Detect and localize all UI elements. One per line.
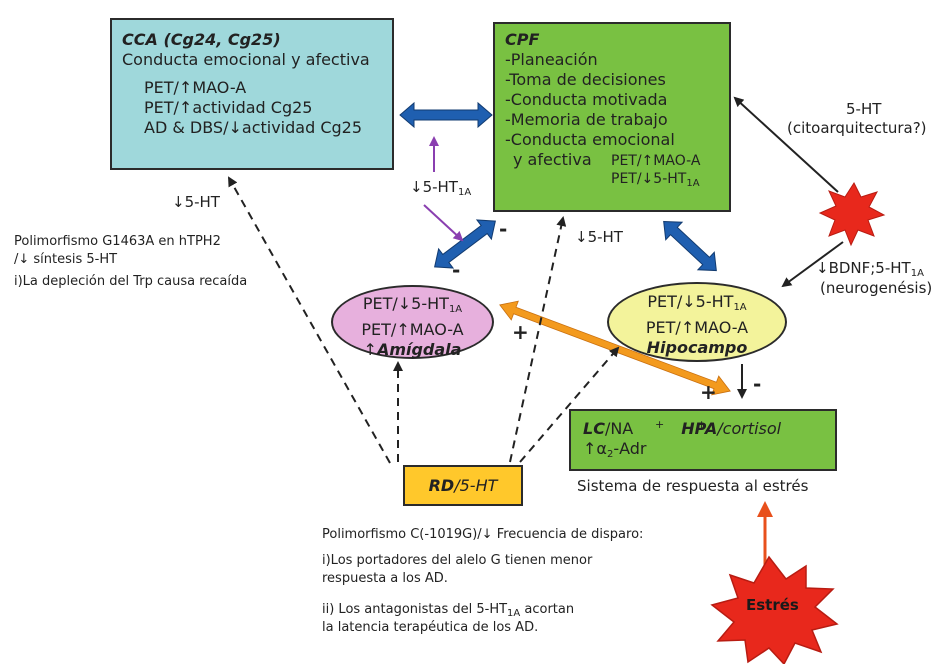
- plus-sign-stress: +: [700, 380, 717, 404]
- cpf-line-3: -Conducta motivada: [505, 90, 668, 109]
- 5ht-cito-label-1: 5-HT: [846, 100, 882, 118]
- polymorphism-1-line-1: Polimorfismo G1463A en hTPH2: [14, 234, 221, 249]
- hippocampus-oval: PET/↓5-HT1A PET/↑MAO-A Hipocampo: [607, 282, 787, 362]
- stress-star-icon: [710, 555, 839, 664]
- polymorphism-1-line-3: i)La depleción del Trp causa recaída: [14, 274, 248, 289]
- amygdala-line-3: ↑Amígdala: [363, 340, 462, 359]
- small-red-star-icon: [818, 181, 886, 247]
- cpf-amygdala-double-arrow: [434, 219, 496, 269]
- cpf-hippocampus-double-arrow: [663, 220, 717, 272]
- plus-sign-lc: +: [655, 418, 665, 431]
- cpf-title: CPF: [505, 30, 540, 49]
- polymorphism-2-line-2: i)Los portadores del alelo G tienen meno…: [322, 553, 593, 568]
- stress-system-line-2: ↑α2-Adr: [583, 439, 647, 460]
- cca-line-3: AD & DBS/↓actividad Cg25: [144, 118, 363, 137]
- polymorphism-1-line-2: /↓ síntesis 5-HT: [14, 252, 118, 267]
- plus-sign-amygdala: +: [512, 320, 529, 344]
- minus-sign-hippocampus: -: [753, 372, 762, 396]
- cpf-box: CPF -Planeación -Toma de decisiones -Con…: [493, 22, 731, 212]
- cpf-line-4: -Memoria de trabajo: [505, 110, 668, 129]
- neurogenesis-label: (neurogenésis): [820, 279, 933, 297]
- plus-sign-hpa: +: [697, 418, 707, 431]
- cpf-line-2: -Toma de decisiones: [505, 70, 666, 89]
- rd-to-hippocampus-dashed-arrow: [519, 346, 620, 463]
- cca-box: CCA (Cg24, Cg25) Conducta emocional y af…: [110, 18, 394, 170]
- hippocampus-name: Hipocampo: [646, 338, 748, 357]
- rd-label-bold: RD: [428, 476, 455, 495]
- minus-sign-amygdala: -: [452, 258, 461, 282]
- cpf-line-6: y afectiva: [513, 150, 592, 169]
- rd-to-cca-dashed-arrow: [228, 176, 391, 464]
- cpf-line-5: -Conducta emocional: [505, 130, 675, 149]
- 5ht-down-left-label: ↓5-HT: [172, 193, 220, 211]
- 5ht-cito-label-2: (citoarquitectura?): [787, 119, 927, 137]
- hippocampus-line-2: PET/↑MAO-A: [645, 318, 749, 337]
- minus-sign-cpf: -: [499, 217, 508, 241]
- amygdala-line-2: PET/↑MAO-A: [361, 320, 464, 339]
- cca-title: CCA (Cg24, Cg25): [122, 30, 281, 49]
- polymorphism-2-line-1: Polimorfismo C(-1019G)/↓ Frecuencia de d…: [322, 527, 644, 542]
- cpf-pet-5ht: PET/↓5-HT1A: [611, 171, 700, 189]
- 5ht-down-mid-label: ↓5-HT: [575, 228, 623, 246]
- rd-box: RD/5-HT: [403, 465, 523, 506]
- cca-line-2: PET/↑actividad Cg25: [144, 98, 313, 117]
- polymorphism-2-line-3: respuesta a los AD.: [322, 571, 448, 586]
- stress-label: Estrés: [746, 596, 799, 614]
- hippocampus-line-1: PET/↓5-HT1A: [647, 292, 747, 313]
- cca-subtitle: Conducta emocional y afectiva: [122, 50, 370, 69]
- cca-cpf-double-arrow: [399, 101, 493, 129]
- bdnf-label: ↓BDNF;5-HT1A: [816, 259, 924, 279]
- cca-line-1: PET/↑MAO-A: [144, 78, 247, 97]
- cpf-pet-maoa: PET/↑MAO-A: [611, 153, 701, 169]
- amygdala-line-1: PET/↓5-HT1A: [362, 294, 463, 315]
- cpf-line-1: -Planeación: [505, 50, 598, 69]
- stress-system-caption: Sistema de respuesta al estrés: [577, 477, 809, 495]
- rd-label-rest: /5-HT: [454, 476, 498, 495]
- amygdala-oval: PET/↓5-HT1A PET/↑MAO-A ↑Amígdala: [331, 285, 494, 359]
- polymorphism-2-line-5: la latencia terapéutica de los AD.: [322, 620, 539, 635]
- star-to-hippocampus-arrow: [781, 241, 844, 288]
- 5ht1a-down-label: ↓5-HT1A: [410, 178, 472, 198]
- polymorphism-2-line-4: ii) Los antagonistas del 5-HT1A acortan: [322, 602, 575, 619]
- star-to-cpf-arrow: [733, 96, 839, 193]
- 5ht1a-to-amygdala-arrow: [423, 204, 464, 242]
